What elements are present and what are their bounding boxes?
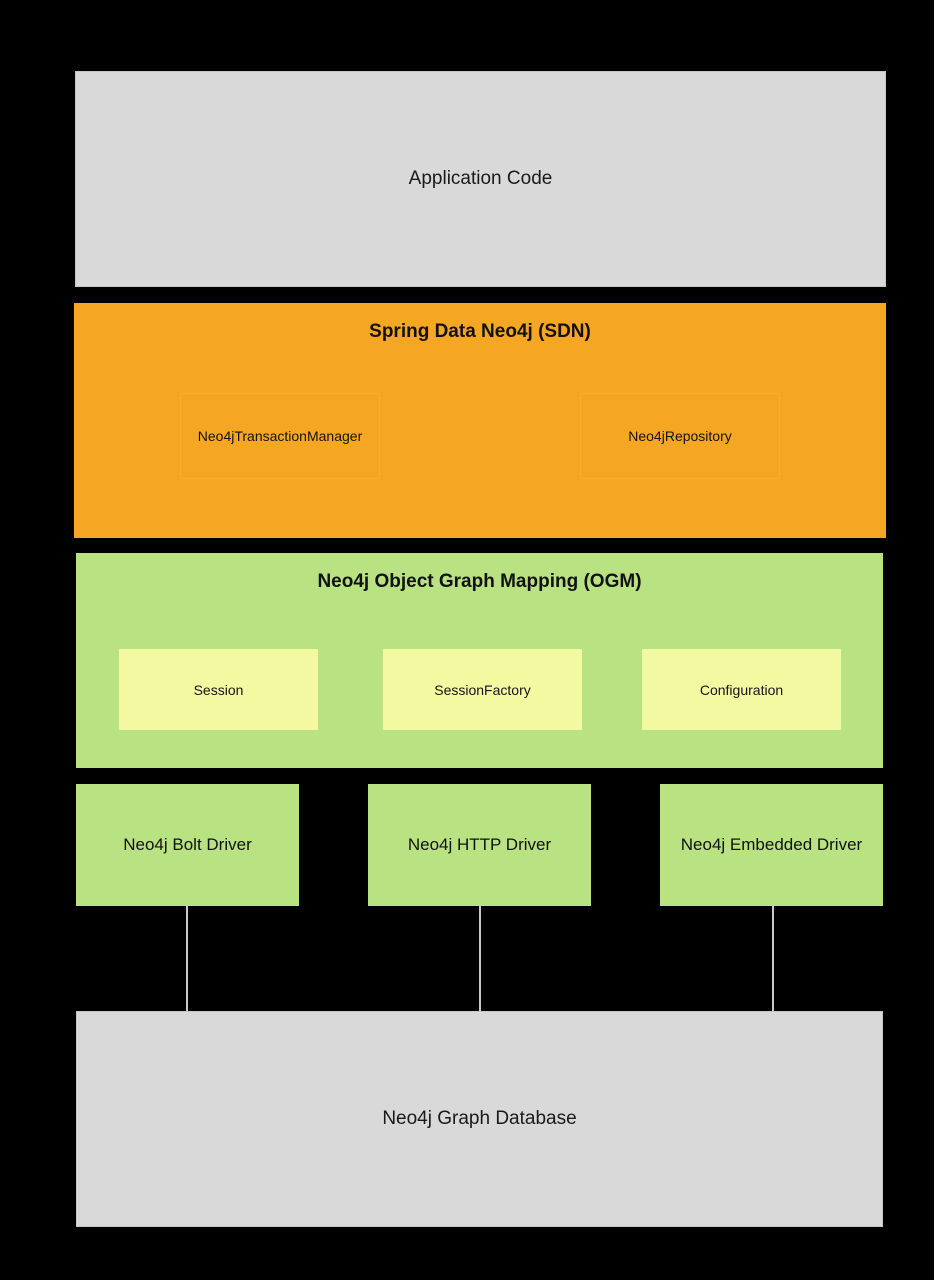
connector-line-http-to-database — [479, 906, 481, 1011]
layer-neo4j-ogm[interactable]: Neo4j Object Graph Mapping (OGM) Session… — [76, 553, 883, 768]
connector-line-embedded-to-database — [772, 906, 774, 1011]
driver-neo4j-http[interactable]: Neo4j HTTP Driver — [368, 784, 591, 906]
ogm-component-session[interactable]: Session — [119, 649, 318, 730]
ogm-component-label: SessionFactory — [434, 681, 531, 698]
driver-neo4j-embedded[interactable]: Neo4j Embedded Driver — [660, 784, 883, 906]
application-code-label: Application Code — [408, 168, 553, 189]
driver-label: Neo4j Bolt Driver — [123, 835, 252, 854]
layer-application-code[interactable]: Application Code — [75, 71, 886, 287]
ogm-component-label: Session — [193, 681, 244, 698]
connector-line-bolt-to-database — [186, 906, 188, 1011]
driver-label: Neo4j HTTP Driver — [407, 835, 552, 854]
ogm-layer-title: Neo4j Object Graph Mapping (OGM) — [317, 571, 642, 592]
sdn-layer-title: Spring Data Neo4j (SDN) — [369, 321, 591, 342]
database-label: Neo4j Graph Database — [382, 1108, 577, 1129]
ogm-component-configuration[interactable]: Configuration — [642, 649, 841, 730]
layer-spring-data-neo4j[interactable]: Spring Data Neo4j (SDN) Neo4jTransaction… — [74, 303, 886, 538]
layer-neo4j-graph-database[interactable]: Neo4j Graph Database — [76, 1011, 883, 1227]
driver-neo4j-bolt[interactable]: Neo4j Bolt Driver — [76, 784, 299, 906]
ogm-component-label: Configuration — [699, 681, 784, 698]
sdn-component-neo4j-repository[interactable]: Neo4jRepository — [580, 393, 780, 479]
driver-label: Neo4j Embedded Driver — [680, 835, 863, 854]
sdn-component-label: Neo4jRepository — [628, 428, 732, 444]
ogm-component-session-factory[interactable]: SessionFactory — [383, 649, 582, 730]
sdn-component-label: Neo4jTransactionManager — [197, 428, 363, 444]
sdn-component-neo4j-transaction-manager[interactable]: Neo4jTransactionManager — [180, 393, 380, 479]
